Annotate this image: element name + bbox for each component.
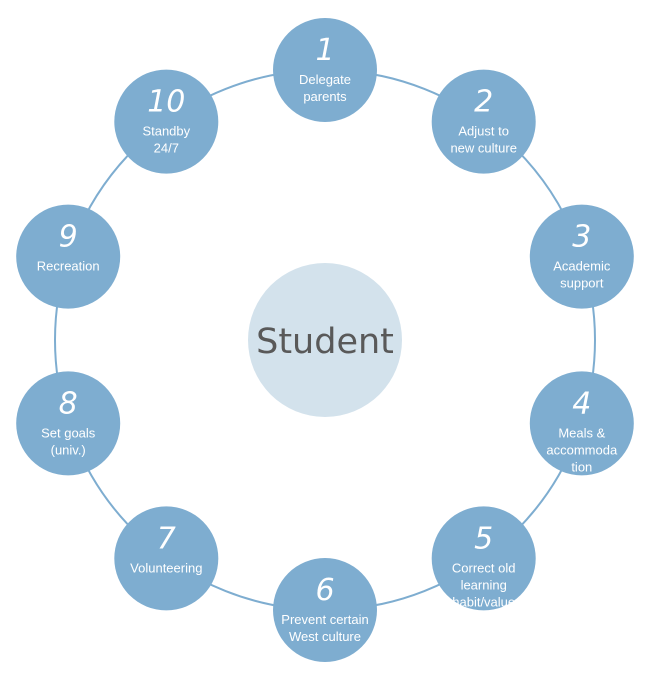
step-number: 2	[474, 85, 493, 120]
center-node: Student	[248, 263, 402, 417]
step-label-line: Recreation	[37, 259, 100, 274]
step-circle	[273, 18, 377, 122]
step-label-line: parents	[303, 89, 347, 104]
step-label-line: Meals &	[558, 425, 605, 440]
step-label-line: Volunteering	[130, 560, 202, 575]
step-label-line: Correct old	[452, 560, 516, 575]
step-label-line: Adjust to	[458, 124, 509, 139]
step-number: 7	[157, 521, 176, 556]
step-circle	[529, 204, 634, 309]
step-label-line: (univ.)	[51, 442, 86, 457]
center-circle	[248, 263, 402, 417]
center-label: Student	[256, 322, 394, 362]
step-circle	[16, 371, 121, 476]
step-label-line: tion	[571, 459, 592, 474]
step-circle	[431, 69, 536, 174]
step-number: 6	[315, 573, 334, 608]
step-label-line: Prevent certain	[281, 612, 368, 627]
step-circle	[431, 506, 536, 611]
step-number: 3	[572, 220, 591, 255]
step-label-line: new culture	[450, 141, 516, 156]
step-number: 5	[474, 521, 493, 556]
step-label-line: learning	[461, 577, 507, 592]
step-label-line: Delegate	[299, 72, 351, 87]
step-label-line: Set goals	[41, 425, 96, 440]
step-label-line: West culture	[289, 629, 361, 644]
step-circle	[114, 506, 219, 611]
step-circle	[114, 69, 219, 174]
step-label-line: Standby	[142, 124, 190, 139]
step-circle	[16, 204, 121, 309]
step-circle	[273, 558, 377, 662]
step-label-line: habit/value	[452, 594, 515, 609]
step-circle	[529, 371, 634, 476]
step-label-line: support	[560, 276, 604, 291]
step-number: 10	[147, 85, 185, 120]
step-label-line: accommoda	[546, 442, 618, 457]
step-label-line: 24/7	[154, 141, 179, 156]
step-number: 1	[315, 33, 334, 68]
step-number: 4	[572, 386, 591, 421]
step-number: 8	[59, 386, 78, 421]
step-label-line: Academic	[553, 259, 611, 274]
step-number: 9	[59, 220, 78, 255]
